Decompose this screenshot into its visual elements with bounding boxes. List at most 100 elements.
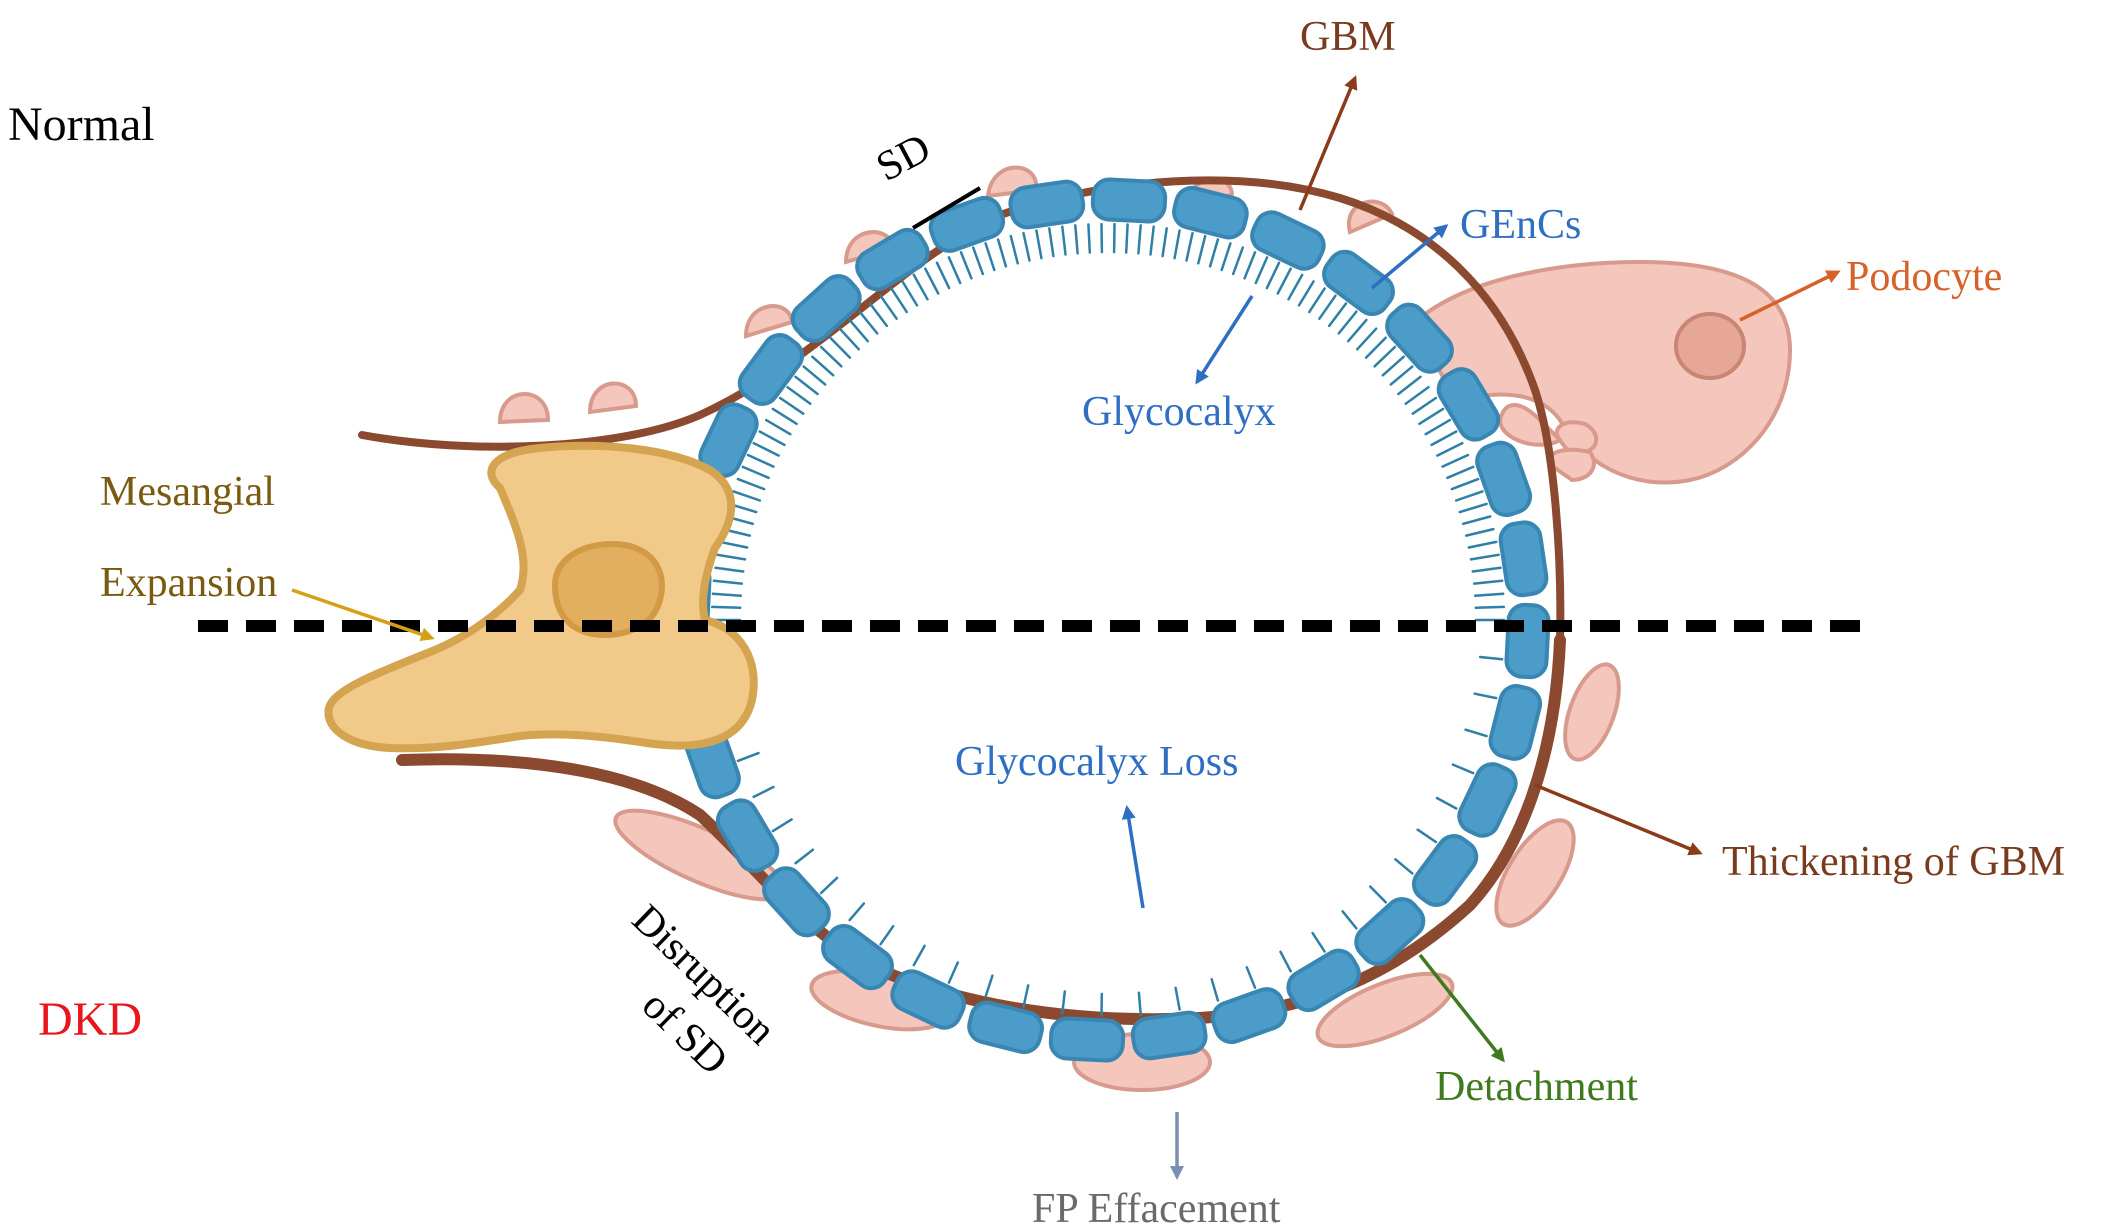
glycocalyx-strand: [1373, 345, 1397, 368]
endothelial-cell: [1048, 1016, 1126, 1063]
glycocalyx-strand: [1149, 225, 1155, 256]
glycocalyx-strand: [912, 944, 926, 967]
glycocalyx-strand: [718, 540, 749, 549]
glycocalyx-strand: [746, 453, 775, 468]
glycocalyx-strand: [1454, 490, 1484, 502]
glycocalyx-strand: [1265, 261, 1281, 290]
foot-process: [497, 392, 551, 425]
glycocalyx-strand: [1174, 986, 1181, 1011]
glycocalyx-strand: [1061, 990, 1067, 1015]
glycocalyx-strand: [712, 579, 744, 585]
glycocalyx-strand: [1436, 441, 1464, 457]
glycocalyx-strand: [1245, 966, 1257, 989]
label-thickening-gbm: Thickening of GBM: [1722, 839, 2065, 885]
glycocalyx-strand: [1474, 605, 1506, 610]
mesangial-arrow: [291, 588, 435, 642]
endothelial-cell: [1411, 834, 1479, 907]
glycocalyx-strand: [1231, 246, 1245, 276]
detachment-arrow: [1418, 953, 1505, 1063]
glycocalyx-strand: [711, 592, 743, 597]
glycocalyx-strand: [868, 302, 889, 328]
glycocalyx-strand: [1472, 579, 1504, 585]
glycocalyx-strand: [716, 553, 747, 561]
glycocalyx-strand: [1430, 430, 1458, 447]
gbm-arrow: [1298, 75, 1358, 211]
glycocalyx-strand: [858, 310, 879, 335]
glycocalyx-strand: [1435, 796, 1458, 810]
glycocalyx-strand: [879, 294, 898, 320]
glycocalyx-strand: [802, 365, 827, 386]
glycocalyx-strand: [1137, 991, 1142, 1016]
endothelial-cell: [762, 866, 831, 938]
glycocalyx-strand: [819, 876, 839, 895]
label-podocyte: Podocyte: [1846, 254, 2002, 300]
endothelial-cell: [1090, 177, 1168, 224]
glycocalyx-strand: [786, 385, 812, 405]
glycocalyx-strand: [736, 477, 766, 491]
glycocalyx-strand: [1276, 267, 1292, 295]
label-dkd: DKD: [38, 993, 142, 1046]
glycocalyx-strand: [794, 375, 819, 396]
endothelial-cell: [855, 227, 930, 292]
glycocalyx-strand: [1035, 229, 1043, 260]
glycocalyx-strand: [959, 251, 973, 280]
glycocalyx-strand: [1364, 336, 1387, 359]
glycocalyx-strand: [1137, 224, 1142, 255]
glycocalyx-strand: [1061, 225, 1067, 256]
endothelial-cell: [1488, 684, 1543, 761]
glycocalyx-strand: [984, 242, 996, 272]
glycocalyx-strand: [1210, 978, 1220, 1002]
glycocalyx-strand: [1009, 234, 1019, 265]
glycocalyx-strand: [1461, 515, 1492, 526]
glycocalyx-strand: [1451, 763, 1475, 775]
glycocalyx-strand: [879, 924, 895, 946]
glycocalyx-strand: [901, 280, 919, 307]
endothelial-cell: [821, 923, 894, 991]
glycocalyx-strand: [1341, 910, 1358, 930]
gbm-dkd-segment: [396, 634, 1566, 1026]
endothelial-cell: [1286, 948, 1361, 1013]
foot-process: [743, 304, 795, 339]
glycocalyx-strand: [1185, 231, 1194, 262]
podocyte-process: [1547, 447, 1596, 483]
sd-marker-line: [911, 186, 982, 230]
glycocalyx-strand: [752, 441, 780, 457]
endothelial-cell: [1498, 520, 1549, 598]
podocyte-arrow: [1739, 270, 1841, 322]
endothelial-cell: [1457, 762, 1518, 838]
glycocalyx-strand: [848, 902, 866, 922]
glycocalyx-strand: [838, 327, 861, 351]
glycocalyx-strand: [1418, 407, 1445, 426]
glycocalyx-strand: [947, 256, 962, 285]
glycocalyx-strand: [1355, 327, 1378, 351]
glycocalyx-strand: [1424, 418, 1452, 436]
glycocalyx-strand: [1197, 234, 1207, 265]
glycocalyx-strand: [1308, 287, 1326, 314]
glycocalyx-strand: [758, 430, 786, 447]
glycocalyx-strand: [1473, 592, 1505, 597]
glycocalyx-strand: [1467, 540, 1498, 549]
endothelial-cell: [1008, 179, 1086, 230]
glycocalyx-layer: [710, 222, 1506, 1018]
glycocalyx-strand: [984, 974, 994, 998]
glycocalyx-strand: [736, 751, 760, 763]
glycocalyx-strand: [1389, 365, 1414, 386]
glycocalyx-strand: [732, 490, 762, 502]
glycocalyx-strand: [1161, 227, 1168, 258]
glycocalyx-strand: [771, 407, 798, 426]
endothelial-cell: [1385, 302, 1454, 374]
effaced-foot-process: [1494, 818, 1576, 928]
glycocalyx-strand: [935, 261, 951, 290]
foot-process: [1346, 199, 1395, 235]
foot-processes-normal: [497, 165, 1395, 425]
glycocalyx-strand: [924, 267, 940, 295]
glycocalyx-arrow: [1195, 295, 1254, 385]
label-gencs: GEnCs: [1460, 202, 1581, 248]
glycocalyx-strand: [794, 848, 815, 865]
glycocalyx-strand: [764, 418, 792, 436]
glycocalyx-strand: [912, 273, 929, 301]
label-glycocalyx-loss: Glycocalyx Loss: [955, 739, 1238, 785]
glycocalyx-strand: [1446, 465, 1475, 480]
glycocalyx-strand: [1464, 728, 1488, 738]
